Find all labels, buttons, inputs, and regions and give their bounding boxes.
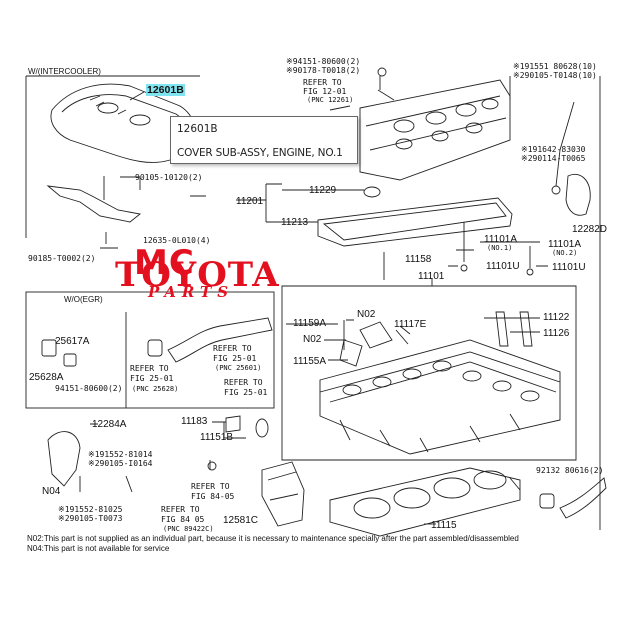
label-n02-b: N02 [303,334,322,345]
part-label-290114[interactable]: ※290114-T0065 [521,154,586,163]
section-frame-intercooler [25,75,200,238]
cam-gasket-drawing [317,197,513,247]
refer-fig-c[interactable]: FIG 25-01 [224,388,268,397]
part-label-90105-10120[interactable]: 90105-10120(2) [135,173,203,182]
part-label-11115[interactable]: 11115 [431,520,457,531]
part-label-191551[interactable]: ※191551 80628(10) [513,62,597,71]
cylinder-head-drawing [319,339,561,455]
egr-pipe-drawing [167,317,273,363]
part-label-11101A-2[interactable]: 11101A [548,239,581,250]
label-n02-a: N02 [357,309,376,320]
part-label-11155A[interactable]: 11155A [293,356,326,367]
refer-label-12: REFER TO [303,78,342,87]
part-label-11101U-1[interactable]: 11101U [486,261,520,272]
part-label-11151B[interactable]: 11151B [200,432,233,443]
part-label-11101A-1[interactable]: 11101A [484,234,517,245]
refer-label-e: REFER TO [161,505,200,514]
bracket-12282d-drawing [565,173,591,216]
part-label-25628A[interactable]: 25628A [29,372,64,383]
part-label-11183[interactable]: 11183 [181,416,208,427]
footnote-n04: N04:This part is not available for servi… [27,544,170,553]
part-label-25617A[interactable]: 25617A [55,336,90,347]
refer-pnc-12261: (PNC 12261) [307,96,354,104]
part-label-290105-164[interactable]: ※290105-I0164 [88,459,153,468]
refer-label-a: REFER TO [130,364,169,373]
part-label-11213[interactable]: 11213 [281,217,309,228]
tooltip-part-code: 12601B [177,123,218,135]
part-label-11101[interactable]: 11101 [418,271,445,282]
part-label-290105-073[interactable]: ※290105-T0073 [58,514,123,523]
part-label-11117E[interactable]: 11117E [394,319,427,330]
part-label-12635[interactable]: 12635-0L010(4) [143,236,211,245]
head-gasket-drawing [329,467,521,537]
bracket-drawing [46,185,142,223]
refer-fig-d[interactable]: FIG 84-05 [191,492,235,501]
part-code-highlight[interactable]: 12601B [146,84,185,96]
cam-housing-drawing [329,67,511,181]
refer-pnc-b: (PNC 25601) [215,364,262,372]
part-label-12284A[interactable]: 12284A [92,419,127,430]
part-label-90178[interactable]: ※90178-T0018(2) [286,66,361,75]
section-frame-egr [25,291,275,409]
label-no1: (NO.1) [487,244,513,252]
part-label-191552b[interactable]: ※191552-81025 [58,505,123,514]
part-label-92132[interactable]: 92132 80616(2) [536,466,604,475]
part-label-94151-egr[interactable]: 94151-80600(2) [55,384,123,393]
section-intercooler-label: W/(INTERCOOLER) [28,67,101,76]
part-label-191642[interactable]: ※191642-83030 [521,145,586,154]
label-n04: N04 [42,486,61,497]
heat-shield-drawing [261,461,305,527]
part-label-12581C[interactable]: 12581C [223,515,259,526]
refer-label-c: REFER TO [224,378,263,387]
tooltip-part-description: COVER SUB-ASSY, ENGINE, NO.1 [177,147,343,159]
part-label-11126[interactable]: 11126 [543,328,570,339]
refer-fig-b[interactable]: FIG 25-01 [213,354,257,363]
part-label-94151-top[interactable]: ※94151-80600(2) [286,57,361,66]
part-label-11122[interactable]: 11122 [543,312,570,323]
part-label-90185[interactable]: 90185-T0002(2) [28,254,96,263]
part-label-290105-148[interactable]: ※290105-T0148(10) [513,71,597,80]
part-label-11201[interactable]: 11201 [236,196,264,207]
label-no2: (NO.2) [552,249,578,257]
footnote-n02: N02:This part is not supplied as an indi… [27,534,519,543]
part-label-11101U-2[interactable]: 11101U [552,262,586,273]
watermark-toyota: TOYOTA [115,255,280,295]
refer-fig-a[interactable]: FIG 25-01 [130,374,174,383]
part-label-12601B[interactable]: 12601B [146,84,185,96]
part-label-12282D[interactable]: 12282D [572,224,608,235]
bracket-12284a-drawing [47,431,81,487]
section-egr-label: W/O(EGR) [64,295,103,304]
part-tooltip: 12601B COVER SUB-ASSY, ENGINE, NO.1 [170,116,358,164]
part-label-11158[interactable]: 11158 [405,254,432,265]
refer-fig-e[interactable]: FIG 84 05 [161,515,205,524]
refer-label-d: REFER TO [191,482,230,491]
refer-fig-12[interactable]: FIG 12-01 [303,87,347,96]
part-label-11229[interactable]: 11229 [309,185,337,196]
part-label-191552[interactable]: ※191552-81014 [88,450,153,459]
part-label-11159A[interactable]: 11159A [293,318,326,329]
refer-pnc-e: (PNC 89422C) [163,525,214,533]
watermark-mc: MC [134,243,195,283]
refer-pnc-a: (PNC 25628) [132,385,179,393]
watermark-parts: PARTS [148,283,235,301]
cylinder-head-frame [281,278,577,461]
refer-label-b: REFER TO [213,344,252,353]
